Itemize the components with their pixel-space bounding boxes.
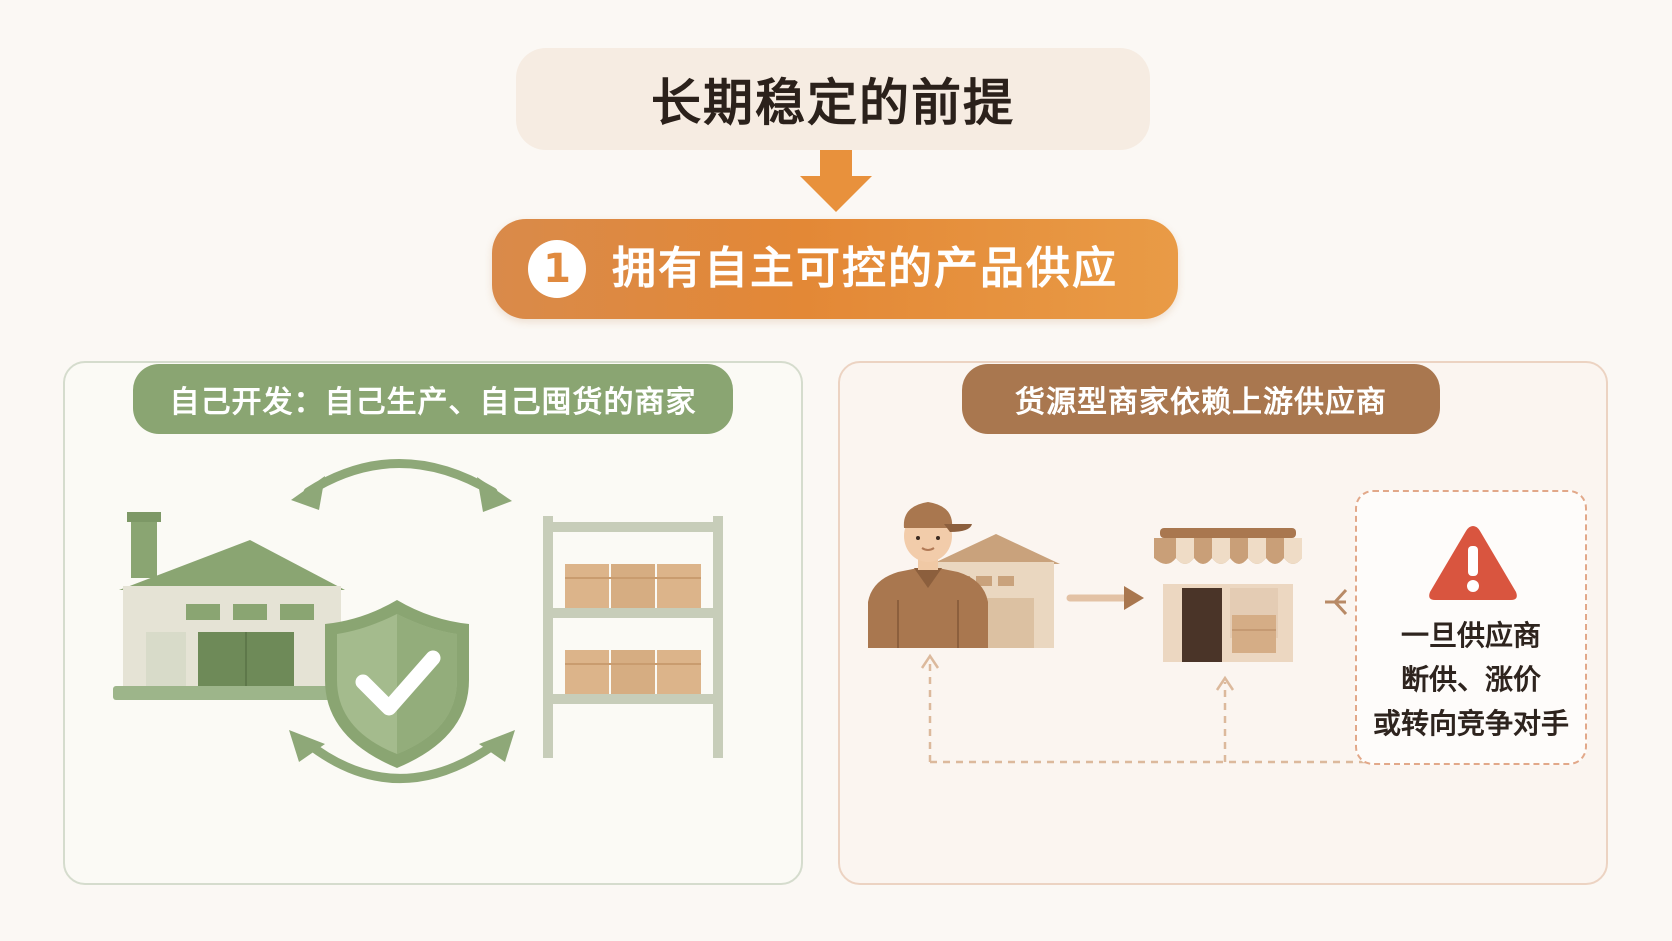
key-point-text: 拥有自主可控的产品供应 (612, 243, 1118, 294)
supplier-dependency-illustration (868, 502, 1440, 764)
warning-link-icon (1325, 588, 1348, 616)
shop-icon (1154, 528, 1302, 662)
step-number-badge: 1 (528, 240, 586, 298)
supply-dependent-header: 货源型商家依赖上游供应商 (962, 364, 1440, 434)
warning-line: 一旦供应商 (1400, 619, 1541, 652)
self-developed-header: 自己开发：自己生产、自己囤货的商家 (133, 364, 733, 434)
up-arrowhead-icon (1215, 675, 1235, 691)
arrow-right-icon (1066, 586, 1144, 610)
supply-risk-warning: 一旦供应商 断供、涨价 或转向竞争对手 (1355, 490, 1587, 765)
self-supply-illustration (113, 459, 723, 783)
shield-check-icon (325, 600, 469, 768)
warning-line: 断供、涨价 (1400, 663, 1541, 696)
title-banner: 长期稳定的前提 (516, 48, 1150, 150)
warning-message: 一旦供应商 断供、涨价 或转向竞争对手 (1357, 614, 1585, 746)
warehouse-shelf-icon (543, 516, 723, 758)
warning-triangle-icon (1429, 526, 1517, 600)
supplier-person-icon (868, 502, 988, 648)
warning-line: 或转向竞争对手 (1372, 707, 1569, 740)
cycle-arrows-icon (289, 459, 515, 783)
factory-icon (113, 512, 363, 700)
up-arrowhead-icon (920, 653, 940, 669)
page-title: 长期稳定的前提 (651, 74, 1015, 132)
key-point-banner: 1 拥有自主可控的产品供应 (492, 219, 1178, 319)
arrow-down-icon (800, 150, 872, 212)
